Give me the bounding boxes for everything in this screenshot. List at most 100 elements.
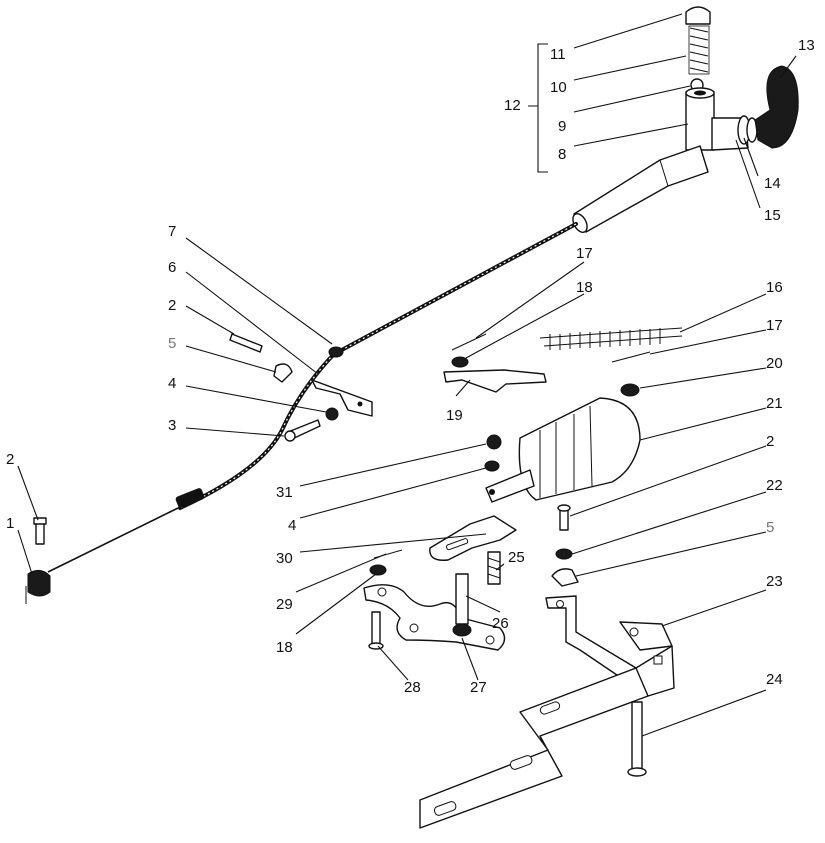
part-screw-2b-head [33,517,47,525]
leader-26 [465,595,501,613]
callout-13: 13 [798,37,815,54]
leader-24 [641,689,767,737]
callout-8: 8 [558,146,566,163]
cable-lower [178,352,336,510]
part-clamp-1 [27,570,51,597]
callout-28: 28 [404,679,421,696]
part-screw-25-thread [487,557,501,579]
leader-13 [779,55,797,79]
part-washer-18b [369,564,387,576]
part-screw-3-head [284,430,296,442]
part-plate-hole-b [485,635,495,645]
leader-6 [185,271,319,375]
leader-15 [735,139,761,209]
part-bracket-23 [545,595,675,697]
leader-10 [573,55,687,81]
leader-2a [185,305,235,335]
part-mount-bar-slot-a [539,701,561,715]
leader-8 [573,123,689,147]
part-cotter-17b [611,351,651,363]
callout-labels: 11 10 9 8 12 13 14 15 7 6 2 5 4 3 2 1 17… [6,37,815,696]
leader-18b [295,573,377,635]
leader-5b [575,531,767,577]
callout-21: 21 [766,395,783,412]
leader-5a [185,345,277,373]
cable-end-ferrule [175,488,205,508]
leader-19 [455,379,471,397]
callout-17b: 17 [766,317,783,334]
leader-lines [17,13,797,737]
leader-17b [649,329,767,355]
leader-4a [185,385,327,413]
part-clip-5a [273,363,293,383]
callout-12: 12 [504,97,521,114]
leader-23 [661,589,767,627]
small-fasteners-right [551,504,579,587]
part-bracket-23-hole-b [556,600,564,608]
leader-9 [573,85,691,113]
leader-22 [571,491,767,555]
part-mount-bar-slot-c [433,801,457,816]
part-spring-16-coils [549,328,661,350]
callout-5a: 5 [168,335,176,352]
callout-15: 15 [764,207,781,224]
leader-14 [743,137,759,177]
leader-11 [573,13,683,49]
part-bracket-23-top [619,621,673,651]
callout-17a: 17 [576,245,593,262]
callout-9: 9 [558,118,566,135]
leader-3 [185,427,285,437]
part-nut-4a [325,407,339,421]
callout-23: 23 [766,573,783,590]
callout-6: 6 [168,259,176,276]
part-cotter-17a [451,333,487,351]
part-washer-20 [620,383,640,397]
callout-10: 10 [550,79,567,96]
part-cable-clamp [328,346,344,358]
leader-17a [475,261,585,339]
callout-14: 14 [764,175,781,192]
solenoid-group [484,397,641,503]
leader-16 [679,293,767,333]
part-nut-31 [486,434,502,450]
leader-4b [299,467,487,519]
part-bolt-26 [455,573,469,625]
part-body-hole [694,90,706,96]
part-spring-16 [539,327,683,347]
leader-29 [295,553,387,593]
leader-18a [465,293,585,359]
part-mount-bar-slot-b [509,755,533,770]
leader-12-bracket [528,43,548,173]
leader-25 [495,563,505,571]
leader-30 [299,533,487,553]
part-body [685,91,715,151]
part-bracket-23-hole [629,627,639,637]
callout-31: 31 [276,484,293,501]
callout-26: 26 [492,615,509,632]
part-mount-bar [419,667,649,829]
leader-21 [639,407,767,441]
callout-2b: 2 [6,451,14,468]
callout-18b: 18 [276,639,293,656]
callout-16: 16 [766,279,783,296]
part-washer-4b [484,460,500,472]
callout-2c: 2 [766,433,774,450]
end-clamp-group [25,517,51,604]
part-plunger-hole [489,489,495,495]
part-nut-26 [452,623,472,637]
callout-20: 20 [766,355,783,372]
part-solenoid-plunger [485,469,535,503]
part-bracket-hole [357,401,363,407]
part-knob [754,65,799,149]
callout-27: 27 [470,679,487,696]
callout-19: 19 [446,407,463,424]
part-clip-5b [551,568,579,587]
callout-7: 7 [168,223,176,240]
callout-29: 29 [276,596,293,613]
cable-inner-wire [47,507,179,573]
part-cap [685,6,711,25]
callout-25: 25 [508,549,525,566]
part-bracket-30-slot [445,538,469,551]
callout-3: 3 [168,417,176,434]
